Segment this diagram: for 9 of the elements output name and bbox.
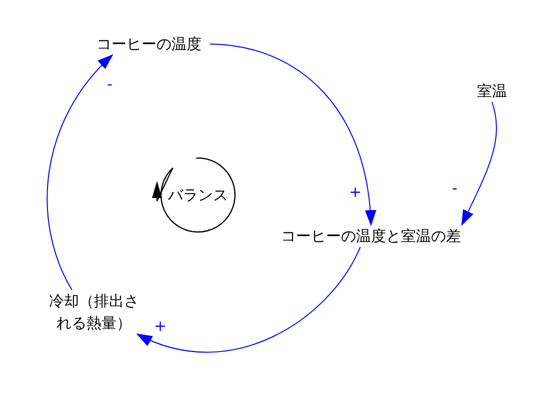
variable-label: 冷却（排出される熱量）: [48, 291, 140, 334]
arrow: [136, 246, 361, 353]
variable-label: コーヒーの温度: [96, 34, 202, 55]
arrow: [210, 44, 376, 226]
variable-label: 室温: [477, 81, 507, 102]
loop-label: バランス: [168, 185, 228, 205]
variable-label: コーヒーの温度と室温の差: [281, 226, 461, 247]
arrow: [46, 54, 114, 290]
arrow: [461, 102, 497, 226]
